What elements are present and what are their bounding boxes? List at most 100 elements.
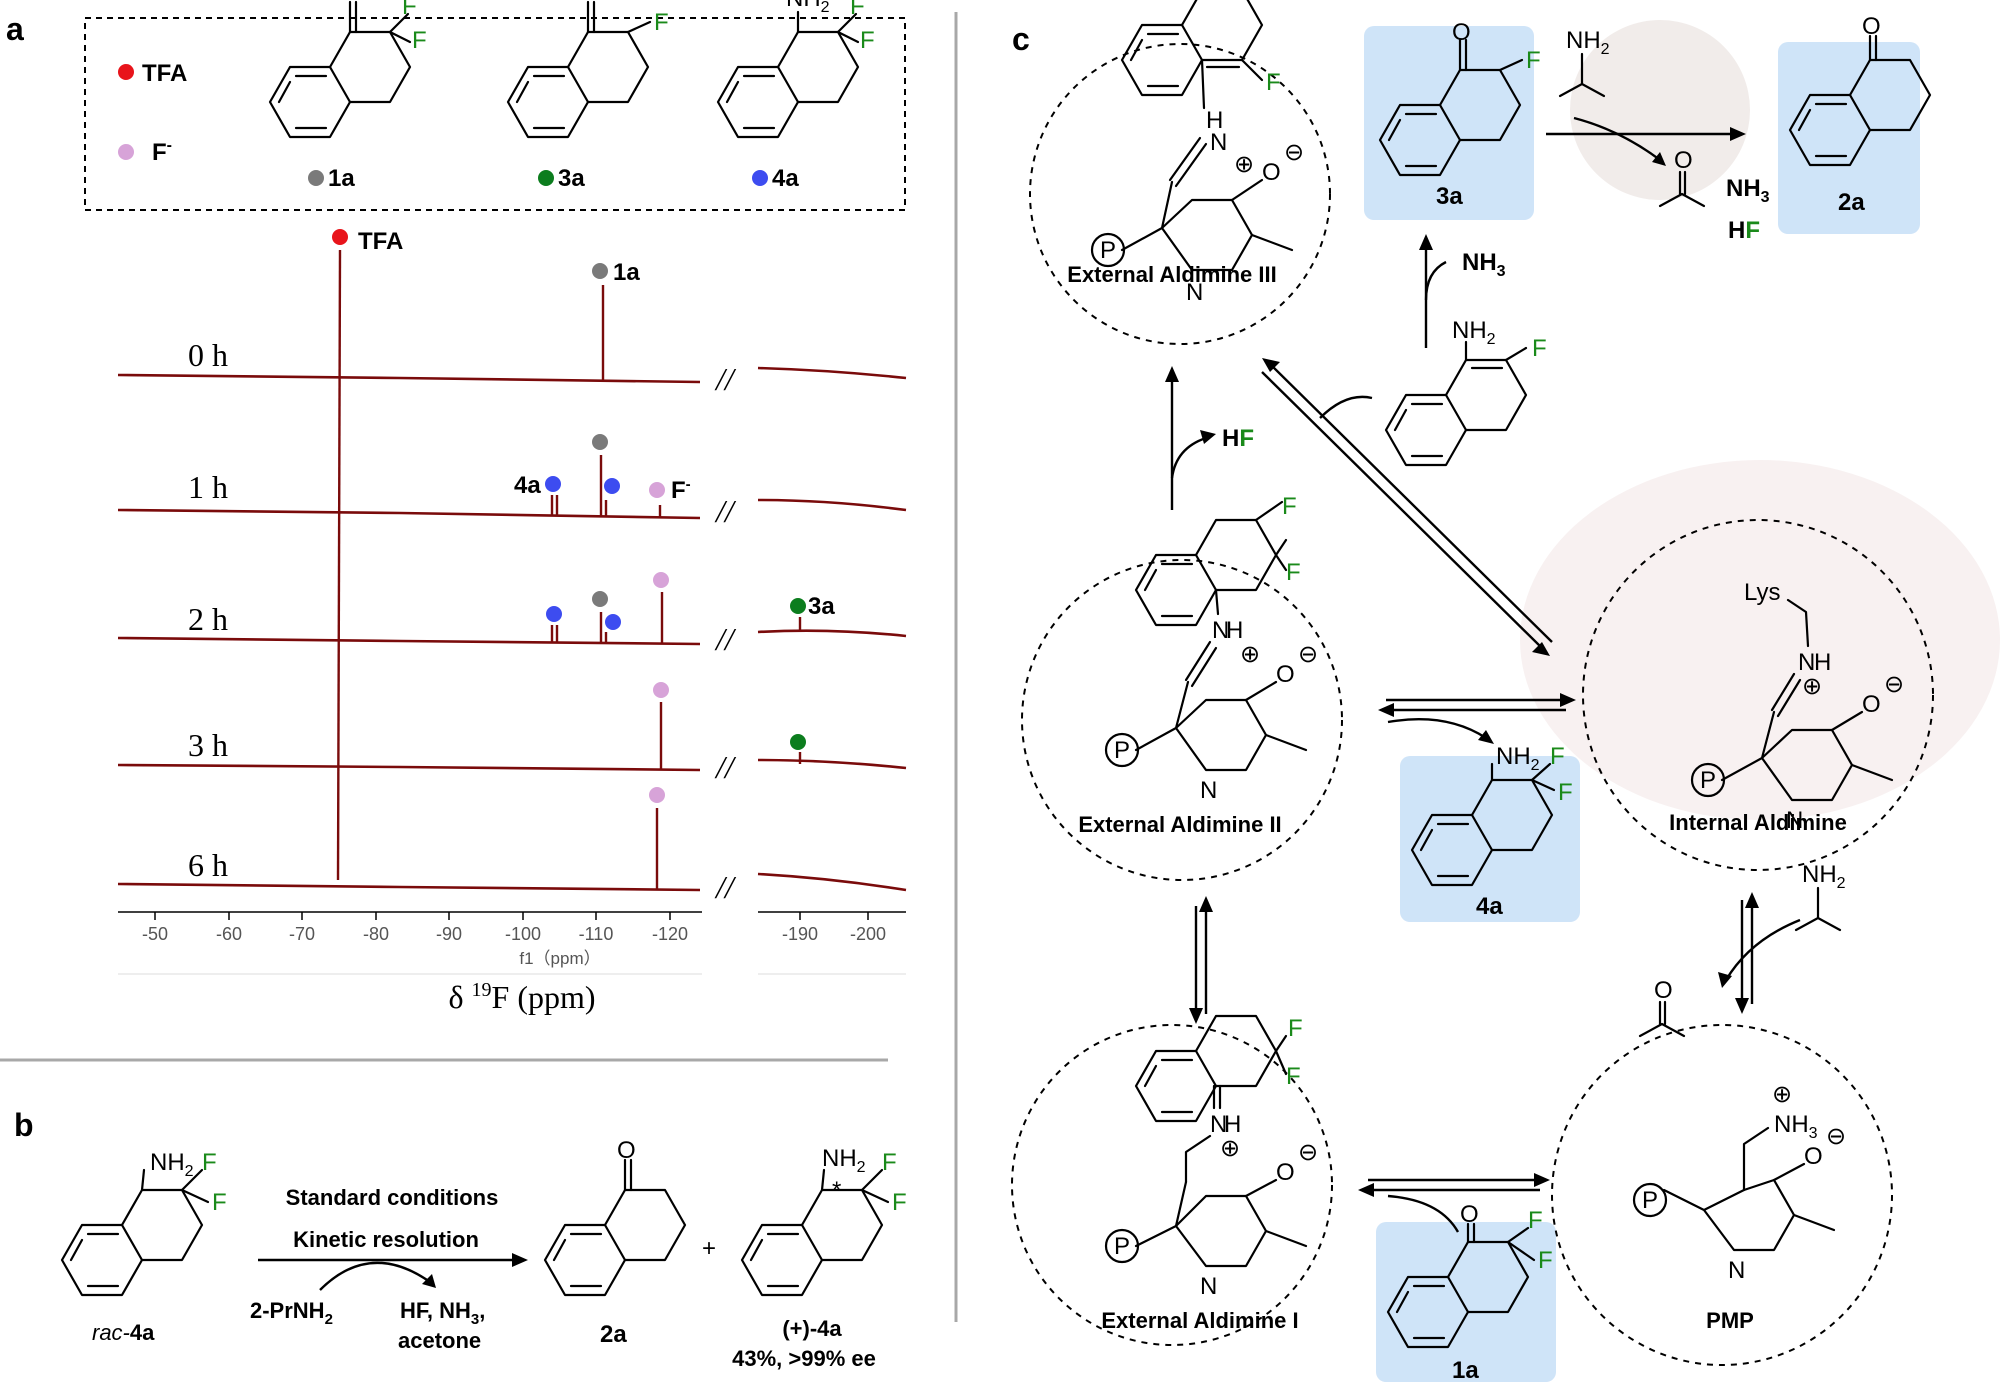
tick-label: -190 xyxy=(782,924,818,944)
break-mark-2h: // xyxy=(714,621,737,657)
x-axis-title: δ 19F (ppm) xyxy=(448,979,595,1015)
molecule-3a-legend: O F xyxy=(506,0,669,139)
svg-text:O: O xyxy=(580,0,599,6)
curved-arrow-top xyxy=(1573,116,1661,161)
peak-dot-3a-3h xyxy=(790,734,806,750)
enzyme-shadow-top xyxy=(1570,20,1750,200)
spectrum-0h xyxy=(117,373,701,384)
spectrum-1h-right xyxy=(757,498,907,512)
label-pmp: PMP xyxy=(1706,1308,1754,1333)
tfa-peak-line xyxy=(336,249,342,881)
label-external-aldimine-3: External Aldimine III xyxy=(1067,262,1276,287)
legend-box xyxy=(84,17,906,211)
svg-text:⊖: ⊖ xyxy=(1284,139,1304,166)
break-mark-6h: // xyxy=(714,869,737,905)
highlight-1a xyxy=(1376,1222,1556,1382)
conditions-top2: Kinetic resolution xyxy=(293,1227,479,1252)
eq-ext3-internal-b xyxy=(1269,363,1553,643)
molecule-rac-4a: NH2 F F xyxy=(60,1149,227,1297)
circle-pmp xyxy=(1551,1024,1893,1366)
svg-text:F: F xyxy=(1282,493,1297,520)
svg-text:NH2: NH2 xyxy=(786,0,830,16)
label-nh3-mid: NH3 xyxy=(1462,249,1506,280)
molecule-external-aldimine-2: F F N H ⊕ O ⊖ N P xyxy=(1104,493,1318,804)
svg-text:NH3: NH3 xyxy=(1774,1111,1818,1142)
spectrum-0h-right xyxy=(757,366,907,380)
label-hf-mid: HF xyxy=(1222,425,1254,452)
svg-text:P: P xyxy=(1114,737,1130,764)
tick-label: -80 xyxy=(363,924,389,944)
svg-text:O: O xyxy=(1276,661,1295,688)
molecule-external-aldimine-1: F F N H ⊕ O ⊖ N P xyxy=(1104,1014,1318,1300)
molecule-1a-legend: O F F xyxy=(268,0,427,139)
panel-b-label: b xyxy=(14,1107,34,1143)
svg-text:P: P xyxy=(1700,767,1716,794)
svg-text:N: N xyxy=(1210,1111,1227,1138)
curved-arrowhead-right xyxy=(1718,972,1732,988)
tick-label: -110 xyxy=(579,924,614,944)
curved-arrowhead-b xyxy=(422,1274,436,1288)
tick-label: -50 xyxy=(142,924,168,944)
highlight-4a xyxy=(1400,756,1580,922)
peak-dot-f-2h xyxy=(653,572,669,588)
x-axis-tick-labels: -50 -60 -70 -80 -90 -100 -110 -120 -190 … xyxy=(142,924,886,944)
svg-text:O: O xyxy=(1460,1201,1479,1228)
legend-3a-label: 3a xyxy=(558,165,585,192)
curved-arrowhead-top xyxy=(1652,152,1666,166)
legend-4a-dot xyxy=(752,170,768,186)
curved-arrow-b xyxy=(319,1261,431,1291)
svg-text:O: O xyxy=(1674,147,1693,174)
legend-tfa-label: TFA xyxy=(142,60,187,87)
tick-label: -100 xyxy=(505,924,541,944)
svg-text:⊖: ⊖ xyxy=(1826,1123,1846,1150)
svg-text:O: O xyxy=(1654,977,1673,1004)
eq5-arrowhead-b xyxy=(1199,896,1213,912)
svg-text:F: F xyxy=(1538,1247,1553,1274)
svg-text:⊖: ⊖ xyxy=(1298,641,1318,668)
eq-arrowhead-b xyxy=(1262,358,1280,372)
enzyme-shadow-right xyxy=(1520,460,2000,820)
spectrum-1h xyxy=(117,508,701,520)
spectrum-6h xyxy=(117,882,701,892)
molecule-isopropylamine-right: NH2 xyxy=(1794,861,1846,932)
svg-text:F: F xyxy=(1550,743,1565,770)
highlight-2a xyxy=(1778,42,1920,234)
arrowhead-3a-to-2a xyxy=(1730,127,1746,141)
label-internal-aldimine: Internal Aldimine xyxy=(1669,810,1847,835)
molecule-internal-aldimine: Lys N H ⊕ O ⊖ N P xyxy=(1690,579,1904,834)
product-4a-label: (+)-4a xyxy=(782,1316,842,1341)
peak-dot-4a-2h xyxy=(546,606,562,622)
molecule-external-aldimine-3: F H N ⊕ O ⊖ N P xyxy=(1090,0,1304,306)
x-axis-ticks xyxy=(154,912,869,920)
curved-arrow-hf xyxy=(1170,436,1207,479)
arrowhead-enamine-to-3a xyxy=(1419,234,1433,250)
svg-text:O: O xyxy=(1862,13,1881,40)
reactant-label: rac-4a xyxy=(92,1320,155,1345)
svg-text:*: * xyxy=(832,1177,841,1204)
circle-external-aldimine-2 xyxy=(1021,559,1343,881)
svg-text:F: F xyxy=(1558,779,1573,806)
eq-ext3-internal-a xyxy=(1261,371,1545,651)
panel-a-label: a xyxy=(6,11,24,47)
svg-text:O: O xyxy=(1452,19,1471,46)
svg-text:N: N xyxy=(1200,777,1217,804)
highlight-3a xyxy=(1364,26,1534,220)
svg-text:F: F xyxy=(402,0,417,20)
legend-fluoride-dot xyxy=(118,144,134,160)
label-4a-c: 4a xyxy=(1476,893,1503,920)
svg-text:H: H xyxy=(1224,1111,1241,1138)
plus-sign: + xyxy=(702,1235,716,1262)
label-hf-top: HF xyxy=(1728,217,1760,244)
eq3-arrowhead-b xyxy=(1745,892,1759,908)
svg-text:O: O xyxy=(1262,159,1281,186)
svg-text:N: N xyxy=(1786,807,1803,834)
svg-text:⊕: ⊕ xyxy=(1802,673,1822,700)
curved-arrowhead-hf xyxy=(1200,430,1216,444)
svg-text:N: N xyxy=(1798,649,1815,676)
molecule-acetone-right: O xyxy=(1638,977,1686,1038)
label-3a-c: 3a xyxy=(1436,183,1463,210)
break-mark-1h: // xyxy=(714,493,737,529)
svg-text:N: N xyxy=(1210,129,1227,156)
product-2a-label: 2a xyxy=(600,1321,627,1348)
curved-arrow-right xyxy=(1724,918,1801,981)
